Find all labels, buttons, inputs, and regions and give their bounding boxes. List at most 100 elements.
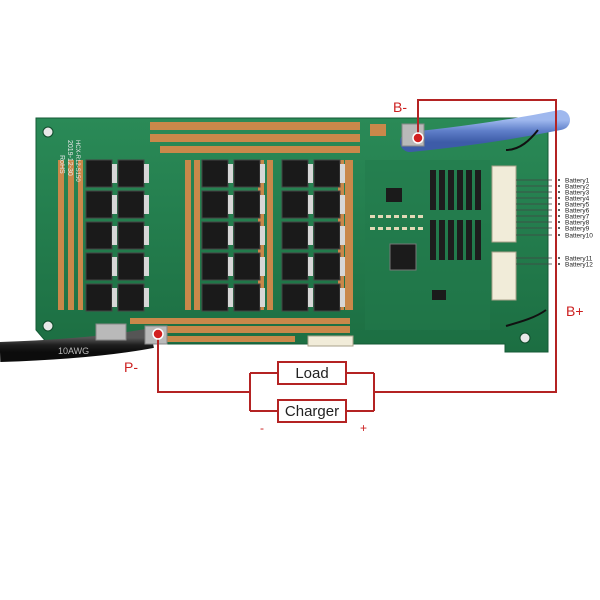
smd-component bbox=[466, 220, 472, 260]
smd-component bbox=[439, 170, 445, 210]
battery-label: Battery9 bbox=[565, 225, 590, 232]
smd-resistor bbox=[410, 215, 415, 218]
mosfet bbox=[313, 190, 345, 219]
charger-minus-sign: - bbox=[260, 421, 264, 435]
mosfet bbox=[117, 283, 149, 312]
smd-component bbox=[475, 170, 481, 210]
aux-connector bbox=[491, 251, 517, 301]
smd-component bbox=[430, 170, 436, 210]
b-plus-wire bbox=[374, 99, 557, 393]
mosfet bbox=[281, 252, 313, 281]
mosfet bbox=[117, 252, 149, 281]
charger-box: Charger bbox=[277, 399, 347, 423]
small-ic-chip bbox=[432, 290, 446, 300]
battery-label: Battery3 bbox=[565, 189, 590, 196]
smd-component bbox=[457, 170, 463, 210]
b-minus-label: B- bbox=[393, 99, 407, 115]
mount-hole bbox=[42, 320, 54, 332]
pcb-board: RoHS 2019-12-30 HCX-R12-S150 bbox=[35, 117, 549, 353]
smd-resistor bbox=[418, 215, 423, 218]
mosfet bbox=[233, 283, 265, 312]
mount-hole bbox=[42, 126, 54, 138]
copper-busbar bbox=[130, 318, 350, 324]
smd-resistor bbox=[402, 215, 407, 218]
smd-resistor bbox=[418, 227, 423, 230]
small-ic-chip bbox=[386, 188, 402, 202]
smd-resistor bbox=[370, 215, 375, 218]
mosfet bbox=[313, 221, 345, 250]
mosfet bbox=[117, 190, 149, 219]
model-silk-text: HCX-R12-S150 bbox=[74, 140, 80, 182]
balance-connector bbox=[491, 165, 517, 243]
mosfet bbox=[85, 190, 117, 219]
smd-resistor bbox=[410, 227, 415, 230]
battery-label: Battery11 bbox=[565, 255, 593, 262]
mosfet bbox=[85, 221, 117, 250]
mosfet bbox=[85, 283, 117, 312]
battery-label: Battery5 bbox=[565, 201, 590, 208]
date-silk-text: 2019-12-30 bbox=[66, 140, 73, 176]
mosfet bbox=[117, 221, 149, 250]
smd-resistor bbox=[394, 215, 399, 218]
bottom-connector bbox=[307, 335, 354, 347]
load-box: Load bbox=[277, 361, 347, 385]
smd-resistor bbox=[394, 227, 399, 230]
cable-print-text: 10AWG bbox=[58, 346, 89, 356]
battery-label: Battery1 bbox=[565, 177, 590, 184]
battery-label: Battery6 bbox=[565, 207, 590, 214]
mosfet bbox=[233, 221, 265, 250]
copper-busbar bbox=[165, 326, 350, 333]
smd-component bbox=[475, 220, 481, 260]
mosfet bbox=[201, 159, 233, 188]
battery-label: Battery10 bbox=[565, 232, 593, 239]
battery-label: Battery2 bbox=[565, 183, 590, 190]
smd-resistor bbox=[378, 215, 383, 218]
mosfet bbox=[117, 159, 149, 188]
smd-resistor bbox=[378, 227, 383, 230]
smd-resistor bbox=[386, 215, 391, 218]
battery-labels: Battery1Battery2Battery3Battery4Battery5… bbox=[565, 177, 593, 268]
smd-component bbox=[457, 220, 463, 260]
mosfet bbox=[233, 190, 265, 219]
copper-busbar bbox=[150, 122, 360, 130]
mosfet-array bbox=[85, 159, 345, 312]
smd-component bbox=[448, 220, 454, 260]
smd-component bbox=[466, 170, 472, 210]
wiring-circuit bbox=[157, 99, 557, 412]
charger-label: Charger bbox=[285, 403, 339, 420]
mosfet bbox=[313, 283, 345, 312]
mosfet bbox=[281, 190, 313, 219]
smd-resistor bbox=[386, 227, 391, 230]
load-label: Load bbox=[295, 365, 328, 382]
b-plus-label: B+ bbox=[566, 303, 584, 319]
p-minus-terminal-dot bbox=[152, 328, 164, 340]
charger-plus-sign: + bbox=[360, 421, 367, 435]
mosfet bbox=[313, 159, 345, 188]
smd-resistor bbox=[402, 227, 407, 230]
mount-hole bbox=[519, 332, 531, 344]
mosfet bbox=[233, 252, 265, 281]
b-minus-terminal-dot bbox=[412, 132, 424, 144]
battery-label: Battery7 bbox=[565, 213, 590, 220]
battery-label: Battery12 bbox=[565, 261, 593, 268]
top-black-wire bbox=[505, 129, 539, 151]
mosfet bbox=[201, 252, 233, 281]
rohs-silk-text: RoHS bbox=[58, 155, 65, 174]
mosfet bbox=[281, 283, 313, 312]
battery-label: Battery8 bbox=[565, 219, 590, 226]
mosfet bbox=[201, 283, 233, 312]
mosfet bbox=[85, 252, 117, 281]
mosfet bbox=[85, 159, 117, 188]
copper-busbar bbox=[165, 336, 295, 342]
mosfet bbox=[201, 221, 233, 250]
right-black-wire bbox=[505, 309, 547, 327]
top-resistor bbox=[370, 124, 386, 136]
mosfet bbox=[233, 159, 265, 188]
p-minus-label: P- bbox=[124, 359, 138, 375]
smd-component bbox=[448, 170, 454, 210]
main-ic-chip bbox=[389, 243, 417, 271]
copper-busbar bbox=[150, 134, 360, 142]
mosfet bbox=[313, 252, 345, 281]
copper-busbar bbox=[160, 146, 360, 153]
